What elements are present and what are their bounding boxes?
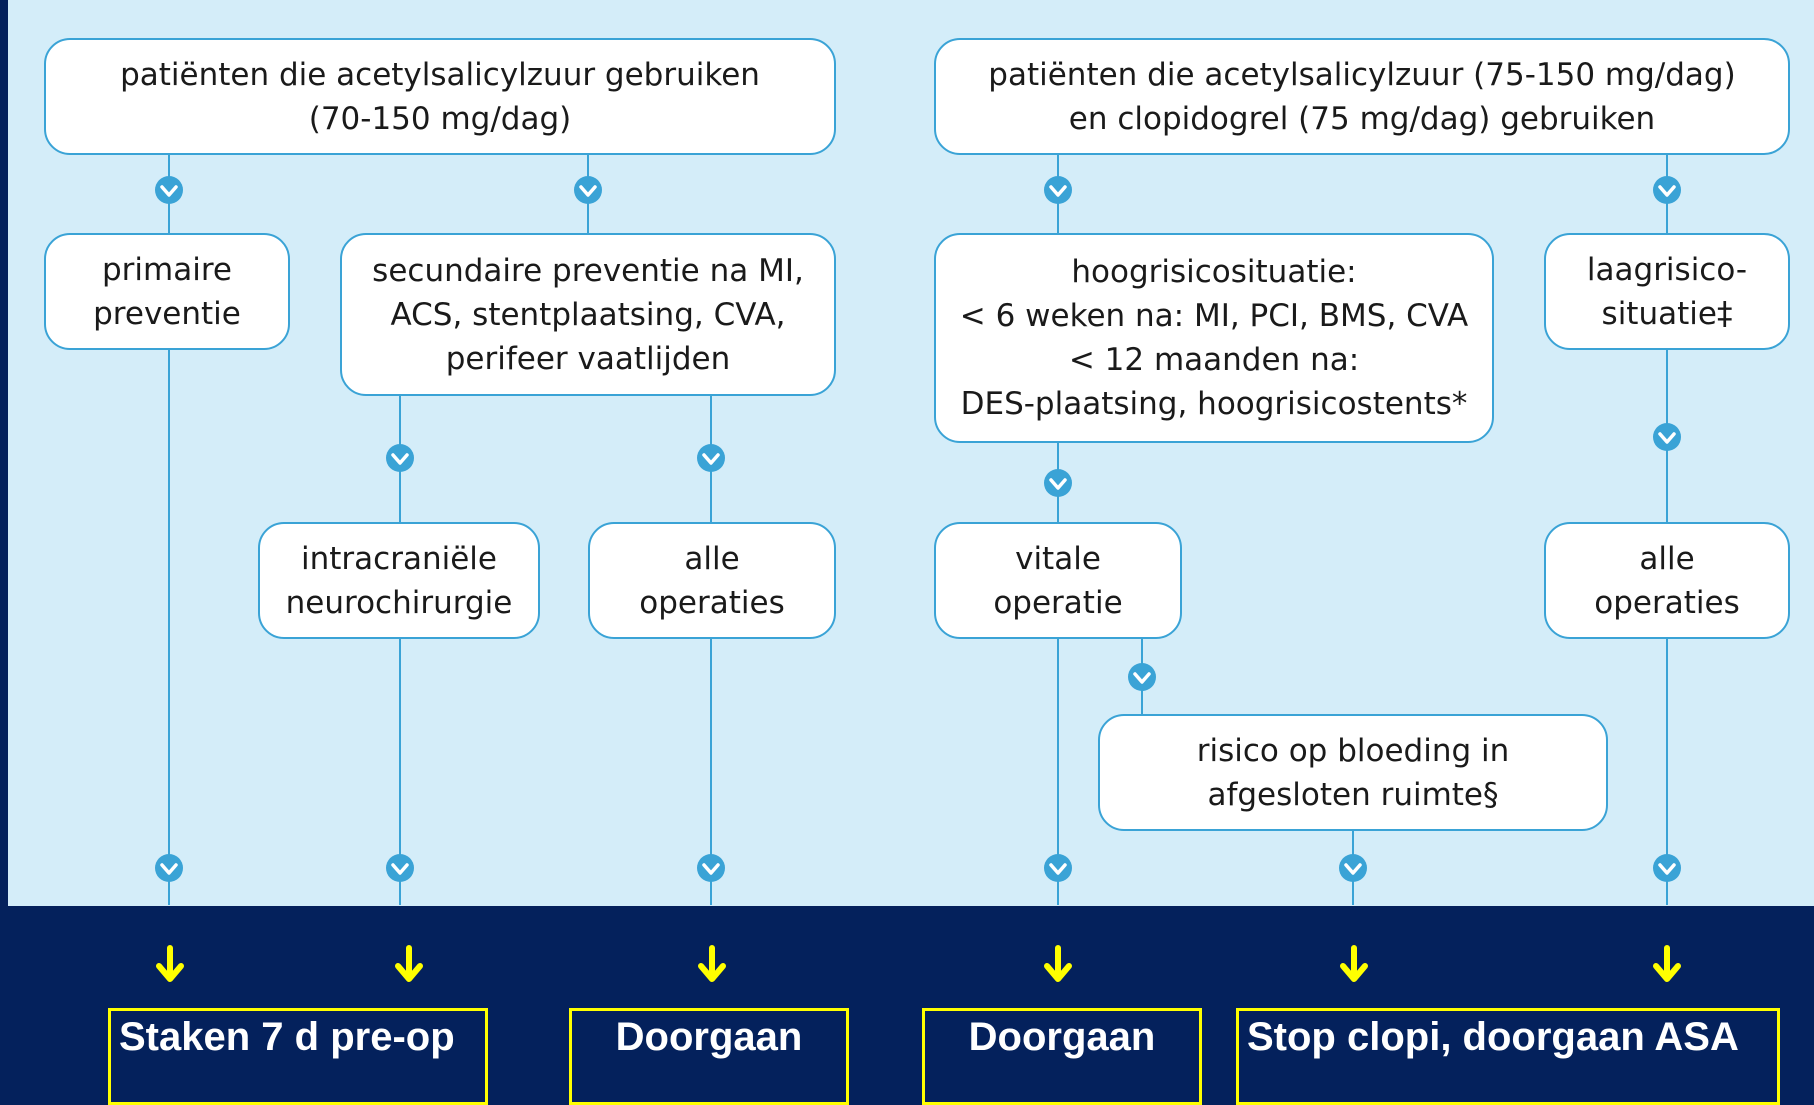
outcome-arrow-2 [395,945,423,982]
all-operations-left-box: alle operaties [588,522,836,639]
chevron-down-icon [1044,854,1072,882]
bleeding-risk-box: risico op bloeding in afgesloten ruimte§ [1098,714,1608,831]
outcome-arrow-4 [1044,945,1072,982]
chevron-down-icon [1044,176,1072,204]
chevron-down-icon [1653,176,1681,204]
outcome-stop-clopidogrel: Stop clopi, doorgaan ASA [1236,1008,1780,1105]
outcome-continue-1: Doorgaan [569,1008,849,1105]
chevron-down-icon [155,854,183,882]
chevron-down-icon [1339,854,1367,882]
outcome-arrow-1 [156,945,184,982]
outcome-continue-2: Doorgaan [922,1008,1202,1105]
secondary-prevention-box: secundaire preventie na MI, ACS, stentpl… [340,233,836,396]
chevron-down-icon [697,854,725,882]
chevron-down-icon [1653,423,1681,451]
chevron-down-icon [574,176,602,204]
chevron-down-icon [1128,663,1156,691]
outcome-arrow-5 [1340,945,1368,982]
outcome-stop-7-days: Staken 7 d pre-op [108,1008,488,1105]
dual-therapy-patients-box: patiënten die acetylsalicylzuur (75-150 … [934,38,1790,155]
chevron-down-icon [386,444,414,472]
outcome-arrow-6 [1653,945,1681,982]
chevron-down-icon [1044,469,1072,497]
chevron-down-icon [1653,854,1681,882]
outcome-arrow-3 [698,945,726,982]
chevron-down-icon [155,176,183,204]
chevron-down-icon [386,854,414,882]
primary-prevention-box: primaire preventie [44,233,290,350]
all-operations-right-box: alle operaties [1544,522,1790,639]
low-risk-situation-box: laagrisico- situatie‡ [1544,233,1790,350]
asa-patients-box: patiënten die acetylsalicylzuur gebruike… [44,38,836,155]
high-risk-situation-box: hoogrisicosituatie: < 6 weken na: MI, PC… [934,233,1494,443]
intracranial-neurosurgery-box: intracraniële neurochirurgie [258,522,540,639]
vital-operation-box: vitale operatie [934,522,1182,639]
chevron-down-icon [697,444,725,472]
